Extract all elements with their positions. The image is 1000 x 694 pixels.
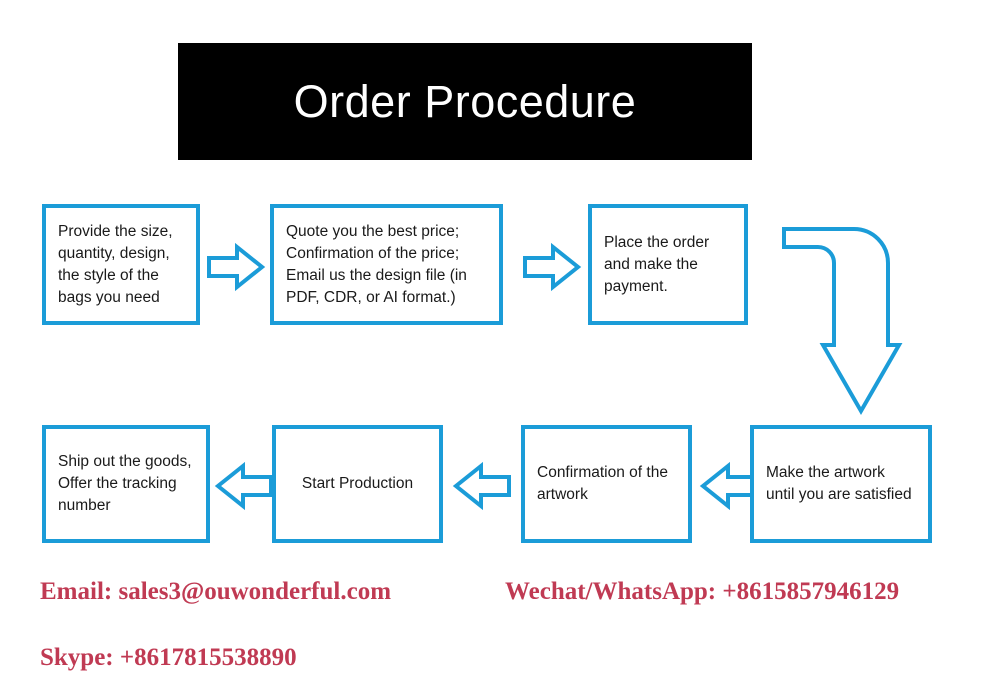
arrow-step3-to-step4 [780,225,903,416]
flow-step-text: Quote you the best price; Confirmation o… [286,222,467,306]
arrow-left-icon [452,461,511,511]
arrow-step1-to-step2 [207,242,266,292]
page-title: Order Procedure [293,75,637,127]
flow-step-quote-price[interactable]: Quote you the best price; Confirmation o… [270,204,503,325]
flow-step-text: Place the order and make the payment. [604,233,710,295]
flow-step-start-production[interactable]: Start Production [272,425,443,543]
flow-step-text: Start Production [301,475,414,492]
contact-wechat-whatsapp[interactable]: Wechat/WhatsApp: +8615857946129 [505,578,900,605]
flow-step-text: Make the artwork until you are satisfied [766,464,912,503]
arrow-right-icon [523,242,582,292]
flow-step-provide-details[interactable]: Provide the size, quantity, design, the … [42,204,200,325]
arrow-left-icon [214,461,273,511]
flow-step-text: Provide the size, quantity, design, the … [58,222,173,306]
flow-step-text: Ship out the goods, Offer the tracking n… [58,453,192,514]
contact-skype[interactable]: Skype: +8617815538890 [40,644,297,671]
title-banner: Order Procedure [178,43,752,160]
flow-step-make-artwork[interactable]: Make the artwork until you are satisfied [750,425,932,543]
arrow-step2-to-step3 [523,242,582,292]
flow-step-text: Confirmation of the artwork [537,464,668,503]
arrow-right-icon [207,242,266,292]
flow-step-confirm-artwork[interactable]: Confirmation of the artwork [521,425,692,543]
flow-step-place-order[interactable]: Place the order and make the payment. [588,204,748,325]
arrow-step6-to-step7 [214,461,273,511]
arrow-elbow-down-icon [782,227,903,416]
contact-email[interactable]: Email: sales3@ouwonderful.com [40,578,392,605]
flow-step-ship-goods[interactable]: Ship out the goods, Offer the tracking n… [42,425,210,543]
arrow-step5-to-step6 [452,461,511,511]
